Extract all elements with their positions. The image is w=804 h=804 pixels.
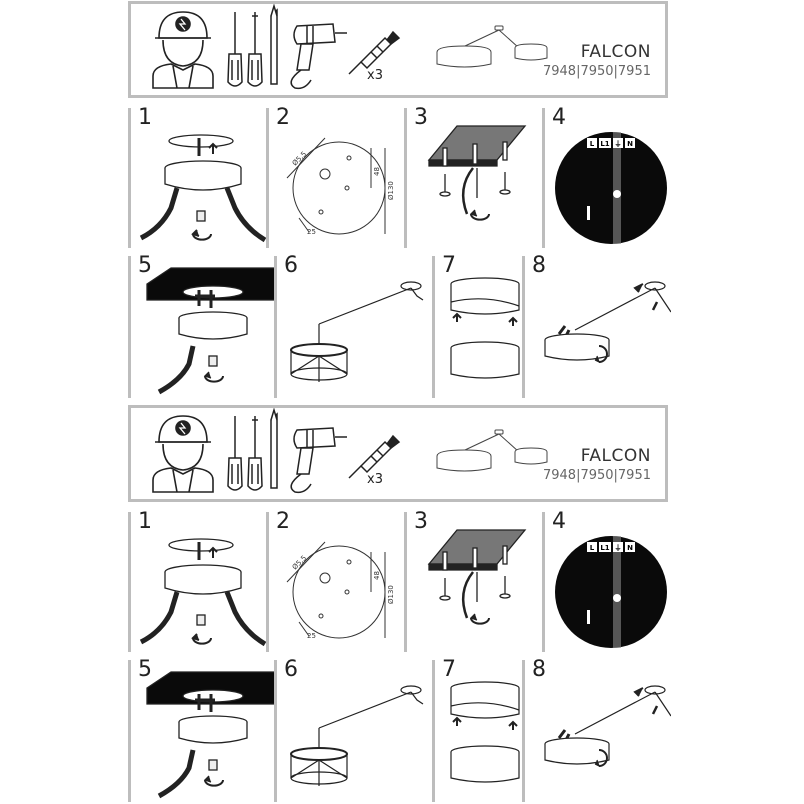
step-1-illustration bbox=[139, 134, 267, 243]
step-8: 8 bbox=[522, 253, 671, 398]
step-4-wiring-diagram: L L1 ⏚ N bbox=[555, 536, 667, 648]
step-5-ceiling-mounting bbox=[146, 671, 277, 799]
step-number: 8 bbox=[532, 657, 546, 682]
step-number: 2 bbox=[276, 105, 290, 130]
falcon-lamp-icon bbox=[436, 25, 548, 68]
step-2: 2 Ø5,5 48 25 Ø130 bbox=[266, 105, 404, 248]
step-4: 4 L L1 ⏚ N bbox=[542, 105, 668, 248]
edge-offset-label: 25 bbox=[307, 632, 316, 640]
terminal-n-label: N bbox=[627, 544, 633, 552]
edge-offset-label: 25 bbox=[307, 228, 316, 236]
falcon-lamp-icon bbox=[436, 429, 548, 472]
wall-anchor-icon bbox=[348, 434, 401, 479]
step-number: 3 bbox=[414, 509, 428, 534]
terminal-earth-label: ⏚ bbox=[615, 544, 622, 552]
tools-header: x3 FALCON 7948|7950|7951 bbox=[128, 1, 668, 98]
instruction-sheet: x3 FALCON 7948|7950|7951 1 2 bbox=[0, 404, 804, 802]
screwdriver-set-icon bbox=[227, 4, 278, 87]
step-number: 4 bbox=[552, 509, 566, 534]
step-3: 3 bbox=[404, 509, 542, 652]
electrician-icon bbox=[152, 415, 214, 493]
hole-spacing-label: 48 bbox=[373, 571, 381, 580]
step-4-wiring-diagram: L L1 ⏚ N bbox=[555, 132, 667, 244]
product-codes: 7948|7950|7951 bbox=[542, 64, 651, 79]
step-6: 6 bbox=[274, 657, 432, 802]
step-3: 3 bbox=[404, 105, 542, 248]
step-number: 2 bbox=[276, 509, 290, 534]
step-6: 6 bbox=[274, 253, 432, 398]
step-number: 6 bbox=[284, 657, 298, 682]
step-number: 6 bbox=[284, 253, 298, 278]
step-5: 5 bbox=[128, 657, 277, 802]
step-number: 5 bbox=[138, 253, 152, 278]
drill-icon bbox=[290, 427, 347, 494]
step-3-anchor-mounting bbox=[427, 529, 527, 625]
product-codes: 7948|7950|7951 bbox=[542, 468, 651, 483]
step-number: 8 bbox=[532, 253, 546, 278]
terminal-l1-label: L1 bbox=[600, 544, 609, 552]
step-number: 7 bbox=[442, 657, 456, 682]
terminal-n-label: N bbox=[627, 140, 633, 148]
anchor-count: x3 bbox=[367, 68, 383, 83]
step-2-drilling-template: Ø5,5 48 25 Ø130 bbox=[286, 541, 395, 640]
terminal-l-label: L bbox=[590, 544, 595, 552]
canopy-diameter-label: Ø130 bbox=[387, 181, 395, 200]
hole-spacing-label: 48 bbox=[373, 167, 381, 176]
step-5-ceiling-mounting bbox=[146, 267, 277, 395]
instruction-sheet: x3 FALCON 7948|7950|7951 1 2 bbox=[0, 0, 804, 398]
step-2: 2 Ø5,5 48 25 Ø130 bbox=[266, 509, 404, 652]
tools-illustration bbox=[152, 4, 548, 90]
step-1: 1 bbox=[128, 105, 267, 248]
tools-header: x3 FALCON 7948|7950|7951 bbox=[128, 405, 668, 502]
step-7-shade-fitting bbox=[450, 277, 520, 379]
drill-icon bbox=[290, 23, 347, 90]
step-1-illustration bbox=[139, 538, 267, 647]
wall-anchor-icon bbox=[348, 30, 401, 75]
step-7: 7 bbox=[432, 657, 522, 802]
electrician-icon bbox=[152, 11, 214, 89]
terminal-l-label: L bbox=[590, 140, 595, 148]
tools-illustration bbox=[152, 408, 548, 494]
step-number: 3 bbox=[414, 105, 428, 130]
step-3-anchor-mounting bbox=[427, 125, 527, 221]
step-6-arm-assembly bbox=[290, 685, 424, 786]
step-7-shade-fitting bbox=[450, 681, 520, 783]
anchor-count: x3 bbox=[367, 472, 383, 487]
step-6-arm-assembly bbox=[290, 281, 424, 382]
product-name: FALCON bbox=[580, 446, 651, 466]
step-8: 8 bbox=[522, 657, 671, 802]
product-name: FALCON bbox=[580, 42, 651, 62]
brand-block: FALCON 7948|7950|7951 bbox=[543, 446, 651, 483]
step-number: 1 bbox=[138, 509, 152, 534]
step-2-drilling-template: Ø5,5 48 25 Ø130 bbox=[286, 137, 395, 236]
step-number: 7 bbox=[442, 253, 456, 278]
step-7: 7 bbox=[432, 253, 522, 398]
step-4: 4 L L1 ⏚ N bbox=[542, 509, 668, 652]
terminal-earth-label: ⏚ bbox=[615, 140, 622, 148]
terminal-l1-label: L1 bbox=[600, 140, 609, 148]
step-5: 5 bbox=[128, 253, 277, 398]
step-number: 5 bbox=[138, 657, 152, 682]
step-number: 1 bbox=[138, 105, 152, 130]
canopy-diameter-label: Ø130 bbox=[387, 585, 395, 604]
step-1: 1 bbox=[128, 509, 267, 652]
screwdriver-set-icon bbox=[227, 408, 278, 491]
brand-block: FALCON 7948|7950|7951 bbox=[543, 42, 651, 79]
step-number: 4 bbox=[552, 105, 566, 130]
step-8-final-adjustment bbox=[544, 281, 671, 364]
step-8-final-adjustment bbox=[544, 685, 671, 768]
